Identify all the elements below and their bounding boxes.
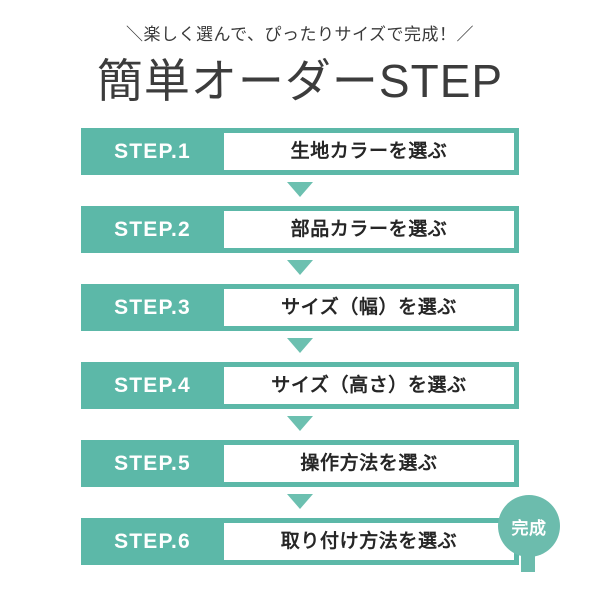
step-connector — [81, 487, 519, 518]
step-number-label: STEP.5 — [114, 452, 191, 475]
step-number-label: STEP.4 — [114, 374, 191, 397]
completion-badge-label: 完成 — [511, 518, 547, 538]
step-description: 取り付け方法を選ぶ — [224, 523, 514, 560]
triangle-down-icon — [287, 260, 313, 275]
triangle-down-icon — [287, 182, 313, 197]
step-connector — [81, 253, 519, 284]
header-subtitle: ＼楽しく選んで、ぴったりサイズで完成！／ — [126, 25, 474, 44]
step-list: STEP.1 生地カラーを選ぶ STEP.2 部品カラーを選ぶ STEP.3 サイズ（幅）… — [81, 128, 519, 565]
step-row[interactable]: STEP.2 部品カラーを選ぶ — [81, 206, 519, 253]
step-description: 生地カラーを選ぶ — [224, 133, 514, 170]
completion-badge: 完成 — [498, 495, 560, 557]
step-row[interactable]: STEP.4 サイズ（高さ）を選ぶ — [81, 362, 519, 409]
step-description: 操作方法を選ぶ — [224, 445, 514, 482]
step-number-label: STEP.6 — [114, 530, 191, 553]
step-row[interactable]: STEP.6 取り付け方法を選ぶ — [81, 518, 519, 565]
step-description: サイズ（高さ）を選ぶ — [224, 367, 514, 404]
step-description: 部品カラーを選ぶ — [224, 211, 514, 248]
triangle-down-icon — [287, 416, 313, 431]
step-row[interactable]: STEP.3 サイズ（幅）を選ぶ — [81, 284, 519, 331]
step-number-label: STEP.3 — [114, 296, 191, 319]
page-title: 簡単オーダーSTEP — [96, 55, 504, 107]
step-row[interactable]: STEP.1 生地カラーを選ぶ — [81, 128, 519, 175]
step-description: サイズ（幅）を選ぶ — [224, 289, 514, 326]
step-row[interactable]: STEP.5 操作方法を選ぶ — [81, 440, 519, 487]
step-connector — [81, 409, 519, 440]
triangle-down-icon — [287, 494, 313, 509]
step-number-label: STEP.2 — [114, 218, 191, 241]
header: ＼楽しく選んで、ぴったりサイズで完成！／ 簡単オーダーSTEP — [0, 0, 600, 105]
triangle-down-icon — [287, 338, 313, 353]
step-connector — [81, 331, 519, 362]
step-number-label: STEP.1 — [114, 140, 191, 163]
step-connector — [81, 175, 519, 206]
